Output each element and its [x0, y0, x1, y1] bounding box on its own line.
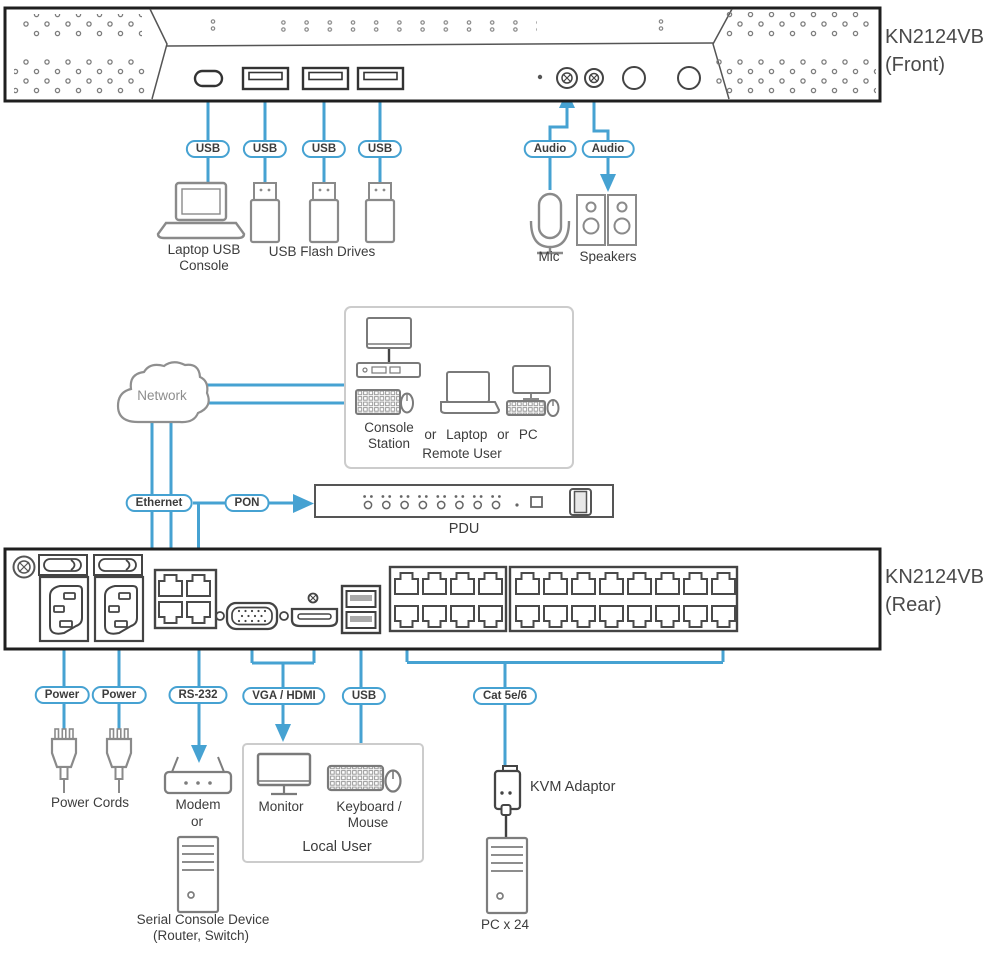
tag-power-2: Power	[91, 686, 147, 704]
laptop-console-label: Laptop USB Console	[167, 242, 241, 273]
usb-local-ports	[340, 584, 382, 635]
tag-pon: PON	[224, 494, 270, 512]
speakers-label: Speakers	[579, 249, 637, 264]
usb-a-ports-front	[241, 66, 405, 91]
micro-usb-port	[193, 69, 224, 88]
tag-usb-front-4: USB	[357, 140, 403, 158]
console-station-label: Console Station	[364, 420, 414, 451]
led-row	[277, 16, 537, 33]
speaker-icon	[607, 194, 637, 246]
tag-usb-front-2: USB	[242, 140, 288, 158]
power-switch	[38, 554, 88, 576]
front-panel-subtitle: (Front)	[885, 54, 945, 76]
serial-console-device-icon	[176, 835, 220, 914]
pc-count-label: PC x 24	[480, 917, 530, 932]
tag-usb-front-1: USB	[185, 140, 231, 158]
vent-grille	[20, 14, 142, 40]
serial-device-label-1: Serial Console Device	[136, 912, 270, 927]
laptop-console-icon	[156, 181, 246, 240]
power-cord-icon	[50, 727, 78, 795]
flash-drives-label: USB Flash Drives	[268, 244, 376, 259]
local-user-label: Local User	[302, 839, 372, 855]
power-switch	[93, 554, 143, 576]
network-cloud	[116, 361, 210, 424]
front-knob	[622, 66, 646, 90]
mic-label: Mic	[538, 249, 560, 264]
modem-icon	[163, 756, 233, 795]
power-inlet	[38, 575, 90, 643]
front-panel	[3, 6, 882, 103]
tag-cat5e6: Cat 5e/6	[472, 687, 538, 705]
pdu-label: PDU	[448, 521, 480, 537]
power-cord-icon	[105, 727, 133, 795]
vga-port	[215, 601, 289, 631]
remote-devices-label: or Laptop or PC	[424, 427, 538, 442]
front-knob	[677, 66, 701, 90]
mouse-label: Mouse	[347, 815, 389, 830]
kvm-port-bank-2	[508, 565, 739, 633]
speaker-icon	[576, 194, 606, 246]
usb-flash-drive-icon	[308, 181, 340, 244]
keyboard-label: Keyboard /	[336, 799, 402, 814]
tag-audio-out: Audio	[581, 140, 635, 158]
tag-rs232: RS-232	[168, 686, 228, 704]
kvm-adaptor-icon	[493, 765, 522, 838]
power-inlet	[93, 575, 145, 643]
kvm-port-bank-1	[388, 565, 508, 633]
tag-usb-front-3: USB	[301, 140, 347, 158]
remote-user-label: Remote User	[422, 446, 502, 461]
modem-label: Modem	[175, 797, 221, 812]
tag-ethernet: Ethernet	[125, 494, 193, 512]
serial-device-label-2: (Router, Switch)	[152, 928, 250, 943]
audio-jacks	[556, 67, 604, 89]
usb-flash-drive-icon	[364, 181, 396, 244]
lan-serial-ports	[153, 568, 218, 630]
network-label: Network	[137, 388, 187, 403]
tag-vga-hdmi: VGA / HDMI	[242, 687, 326, 705]
tag-power-1: Power	[34, 686, 90, 704]
usb-flash-drive-icon	[249, 181, 281, 244]
power-cords-label: Power Cords	[50, 795, 130, 810]
monitor-label: Monitor	[258, 799, 304, 814]
pc-tower-icon	[485, 836, 529, 915]
tag-audio-in: Audio	[523, 140, 577, 158]
modem-or-label: or	[190, 814, 204, 829]
tag-usb-local: USB	[341, 687, 387, 705]
mic-icon	[529, 192, 571, 255]
connector-lines	[62, 87, 725, 766]
remote-user-box	[344, 306, 574, 469]
hdmi-port	[290, 592, 339, 628]
front-panel-title: KN2124VB	[885, 26, 984, 48]
grounding-screw	[12, 555, 36, 579]
rear-panel	[3, 547, 882, 651]
local-user-box	[242, 743, 424, 863]
rear-panel-title: KN2124VB	[885, 566, 984, 588]
pdu-device	[314, 484, 614, 518]
kvm-adaptor-label: KVM Adaptor	[530, 779, 616, 795]
rear-panel-subtitle: (Rear)	[885, 594, 942, 616]
